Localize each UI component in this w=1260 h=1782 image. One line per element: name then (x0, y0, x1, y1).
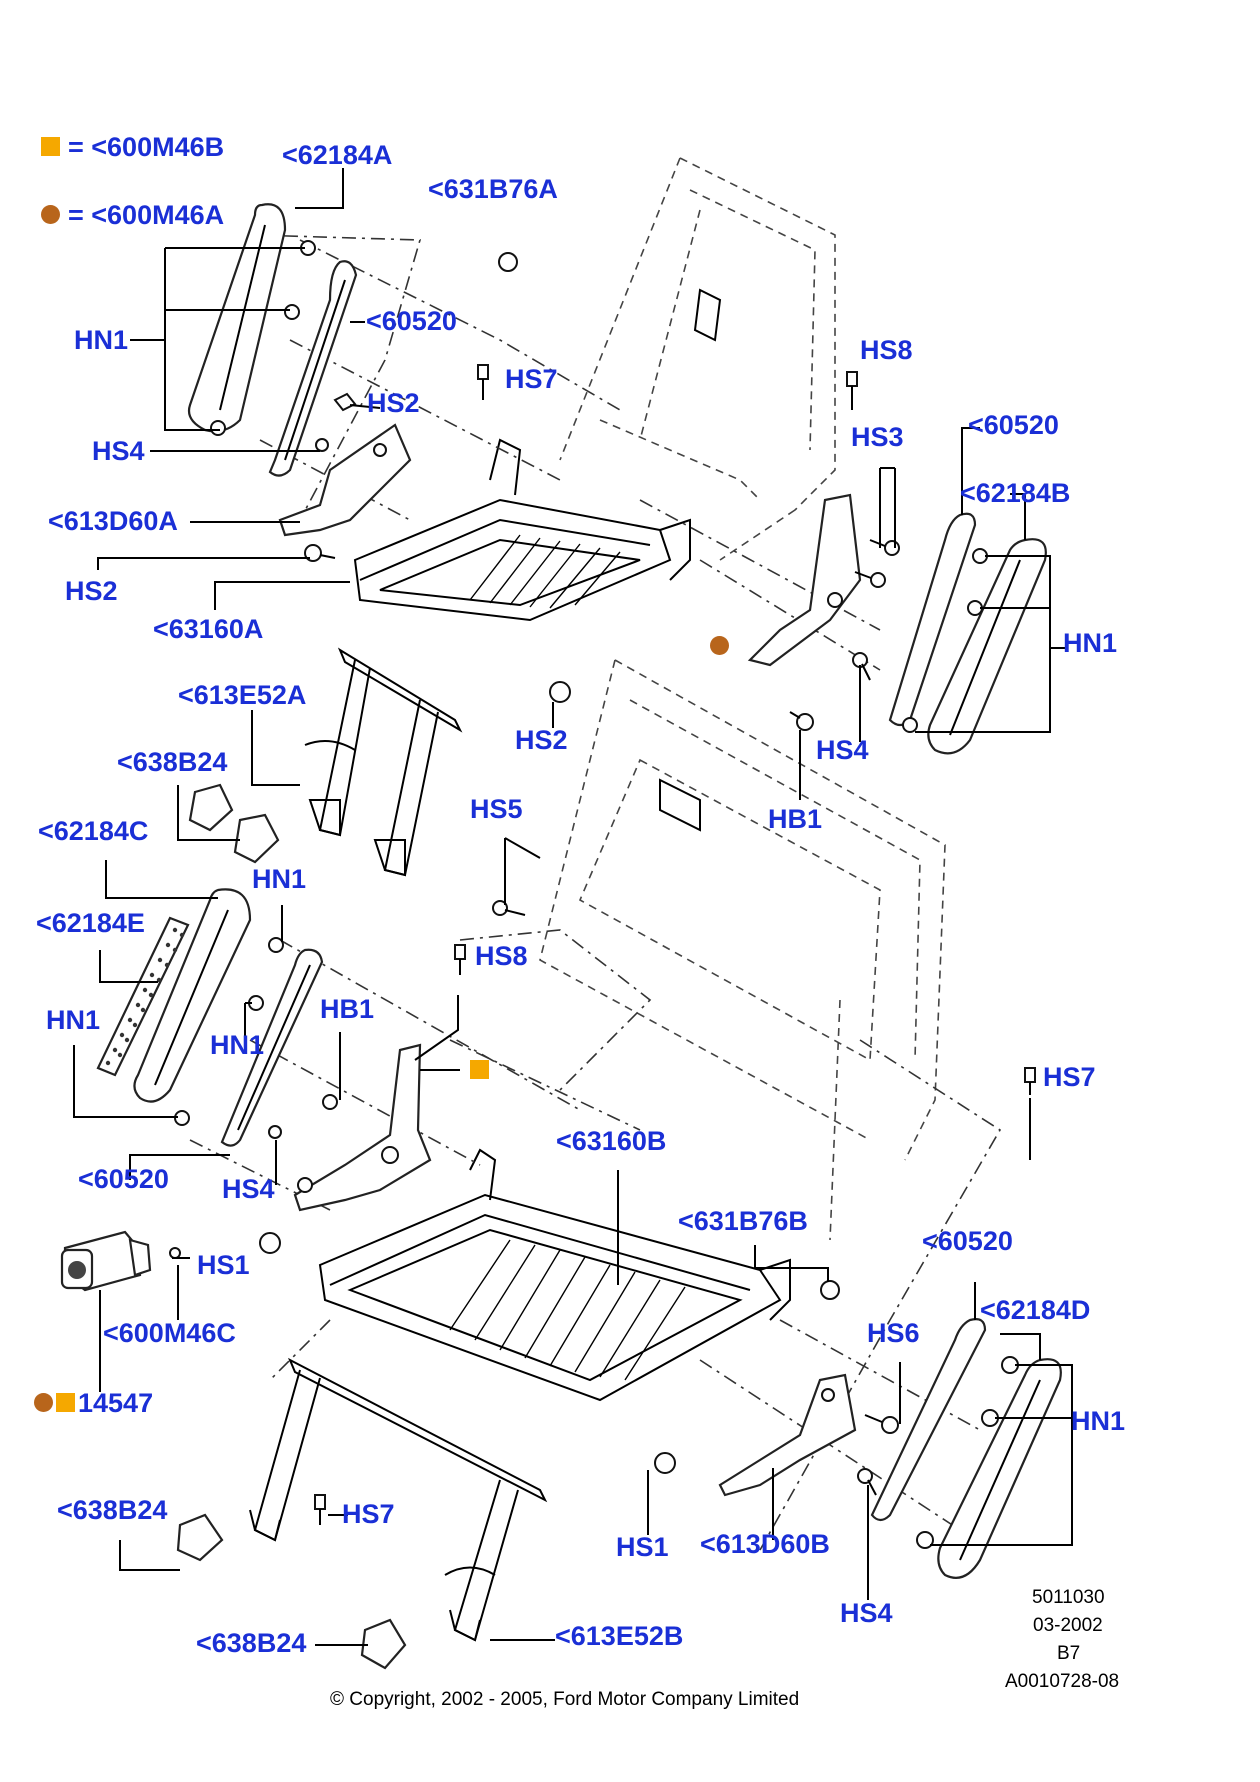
label-hs4-bottom: HS4 (840, 1598, 893, 1628)
label-631b76a: <631B76A (428, 174, 558, 204)
reference-code-4: A0010728-08 (1005, 1671, 1120, 1692)
label-hs6: HS6 (867, 1318, 920, 1348)
label-hs7-top: HS7 (505, 364, 558, 394)
assembly-lines (189, 234, 1002, 1551)
clip-638b24-c (360, 1618, 407, 1670)
reference-code-1: 5011030 (1032, 1587, 1105, 1608)
label-hn1-top-left: HN1 (74, 325, 129, 355)
copyright-notice: © Copyright, 2002 - 2005, Ford Motor Com… (330, 1689, 800, 1710)
label-hn1-left-mid: HN1 (46, 1005, 101, 1035)
label-hs4-mid: HS4 (222, 1174, 275, 1204)
label-62184a: <62184A (282, 140, 393, 170)
trim-62184d (870, 1318, 1062, 1579)
bracket-613d60b (718, 1373, 857, 1497)
label-hs4-top-left: HS4 (92, 436, 145, 466)
label-62184c: <62184C (38, 816, 149, 846)
label-hs1-bottom: HS1 (616, 1532, 669, 1562)
label-638b24-bottom2: <638B24 (196, 1628, 307, 1658)
leader-lines (73, 168, 1073, 1646)
label-613d60b: <613D60B (700, 1529, 830, 1559)
label-62184b: <62184B (960, 478, 1071, 508)
legend-square-label: = <600M46B (68, 132, 225, 162)
callout-circle-marker (710, 636, 729, 655)
label-638b24-bottom: <638B24 (57, 1495, 168, 1525)
legend-square-marker (41, 137, 60, 156)
callout-square-marker (470, 1060, 489, 1079)
legs-613e52a (304, 647, 463, 877)
label-613e52b: <613E52B (555, 1621, 684, 1651)
trim-62184c (133, 888, 324, 1147)
label-hs7-bottom: HS7 (342, 1499, 395, 1529)
label-638b24-top: <638B24 (117, 747, 228, 777)
label-60520-top-right: <60520 (968, 410, 1059, 440)
label-hs4-right: HS4 (816, 735, 869, 765)
legs-613e52b (249, 1357, 548, 1642)
label-hn1-mid2: HN1 (210, 1030, 265, 1060)
label-hb1-mid: HB1 (320, 994, 375, 1024)
part-14547-circle-marker (34, 1393, 53, 1412)
label-hb1-right: HB1 (768, 804, 823, 834)
label-63160b: <63160B (556, 1126, 667, 1156)
bracket-right-upper (747, 493, 862, 667)
upper-seat-back-frame (559, 157, 836, 561)
trim-62184e-mesh (96, 916, 190, 1077)
bracket-613d60a (278, 423, 412, 537)
label-600m46c: <600M46C (103, 1318, 236, 1348)
clip-638b24-b (176, 1513, 224, 1562)
trim-62184b (888, 512, 1047, 755)
label-hs3: HS3 (851, 422, 904, 452)
reference-code-3: B7 (1057, 1643, 1081, 1664)
label-631b76b: <631B76B (678, 1206, 808, 1236)
label-hs1-left: HS1 (197, 1250, 250, 1280)
label-62184e: <62184E (36, 908, 145, 938)
label-hs2-center: HS2 (515, 725, 568, 755)
label-613e52a: <613E52A (178, 680, 307, 710)
legend-circle-label: = <600M46A (68, 200, 225, 230)
label-hs7-right: HS7 (1043, 1062, 1096, 1092)
buckle-14547 (60, 1230, 152, 1292)
label-hs5: HS5 (470, 794, 523, 824)
label-14547: 14547 (78, 1388, 154, 1418)
label-613d60a: <613D60A (48, 506, 178, 536)
label-hn1-mid: HN1 (252, 864, 307, 894)
label-hs8-mid: HS8 (475, 941, 528, 971)
legend-circle-marker (41, 205, 60, 224)
label-hn1-right: HN1 (1063, 628, 1118, 658)
label-hn1-bottom-right: HN1 (1071, 1406, 1126, 1436)
lower-seat-back-frame (539, 659, 946, 1241)
label-62184d: <62184D (980, 1295, 1091, 1325)
part-14547-square-marker (56, 1393, 75, 1412)
label-63160a: <63160A (153, 614, 264, 644)
label-hs2-left: HS2 (65, 576, 118, 606)
reference-code-2: 03-2002 (1033, 1615, 1103, 1636)
label-60520-top-left: <60520 (366, 306, 457, 336)
label-hs2-top: HS2 (367, 388, 420, 418)
clip-638b24-a (188, 783, 280, 864)
seat-cushion-63160b (318, 1148, 791, 1402)
seat-cushion-63160a (353, 438, 691, 622)
label-60520-left-mid: <60520 (78, 1164, 169, 1194)
bracket-hb1-mid (293, 1043, 432, 1212)
label-60520-bottom-right: <60520 (922, 1226, 1013, 1256)
label-hs8-top: HS8 (860, 335, 913, 365)
